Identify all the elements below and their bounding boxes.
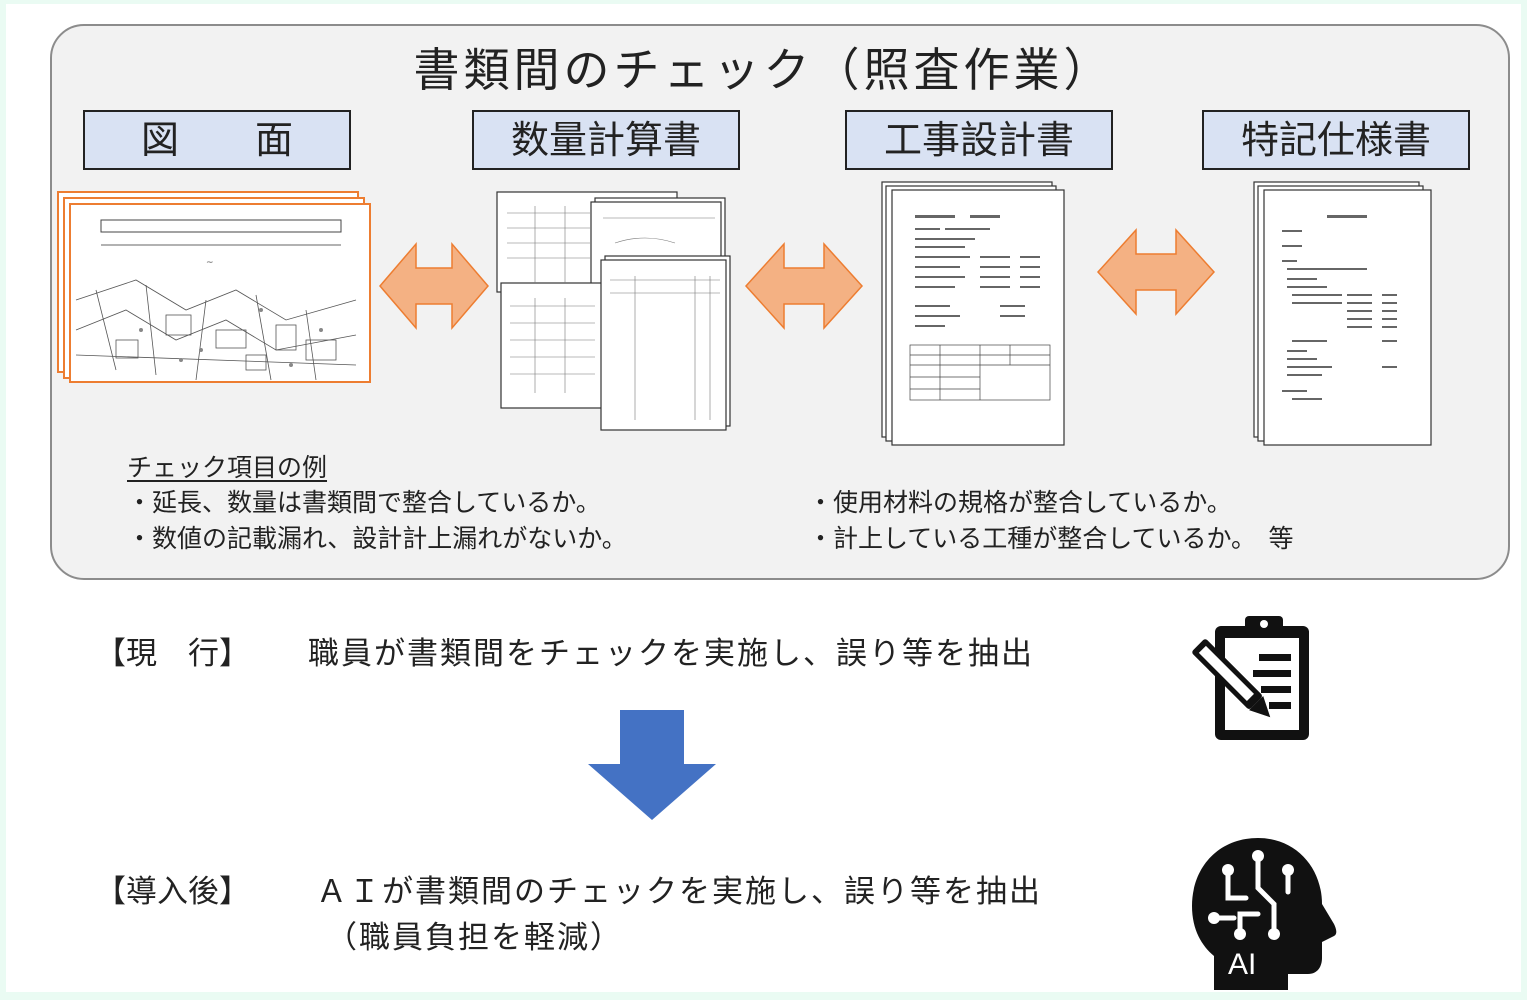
double-arrow-1 (378, 240, 490, 336)
current-label: 【現 行】 (95, 636, 250, 672)
ai-head-icon: AI (1188, 834, 1338, 990)
doc-label-drawing: 図 面 (83, 110, 351, 170)
construction-design-thumbnail (880, 180, 1070, 448)
double-arrow-2 (744, 240, 864, 336)
check-item-right-1: ・使用材料の規格が整合しているか。 (808, 488, 1232, 517)
double-arrow-3 (1096, 226, 1216, 322)
doc-label-construction-design: 工事設計書 (845, 110, 1113, 170)
after-text: ＡＩが書類間のチェックを実施し、誤り等を抽出 (316, 874, 1042, 910)
ai-icon-text: AI (1228, 948, 1256, 981)
clipboard-pencil-icon (1185, 612, 1315, 748)
current-text: 職員が書類間をチェックを実施し、誤り等を抽出 (308, 636, 1034, 672)
quantity-calc-thumbnail (495, 188, 740, 433)
check-item-right-2: ・計上している工種が整合しているか。 等 (808, 524, 1294, 553)
check-item-left-1: ・延長、数量は書類間で整合しているか。 (127, 488, 601, 517)
after-label: 【導入後】 (95, 874, 250, 910)
drawing-thumbnail: ~ (56, 190, 376, 385)
special-spec-thumbnail (1252, 180, 1437, 448)
after-subtext: （職員負担を軽減） (326, 920, 623, 956)
svg-text:~: ~ (206, 258, 214, 268)
panel-title: 書類間のチェック（照査作業） (413, 43, 1114, 97)
doc-label-special-spec: 特記仕様書 (1202, 110, 1470, 170)
check-item-left-2: ・数値の記載漏れ、設計計上漏れがないか。 (127, 524, 627, 553)
doc-label-quantity-calc: 数量計算書 (472, 110, 740, 170)
check-items-heading: チェック項目の例 (127, 453, 328, 482)
down-arrow (586, 708, 718, 826)
